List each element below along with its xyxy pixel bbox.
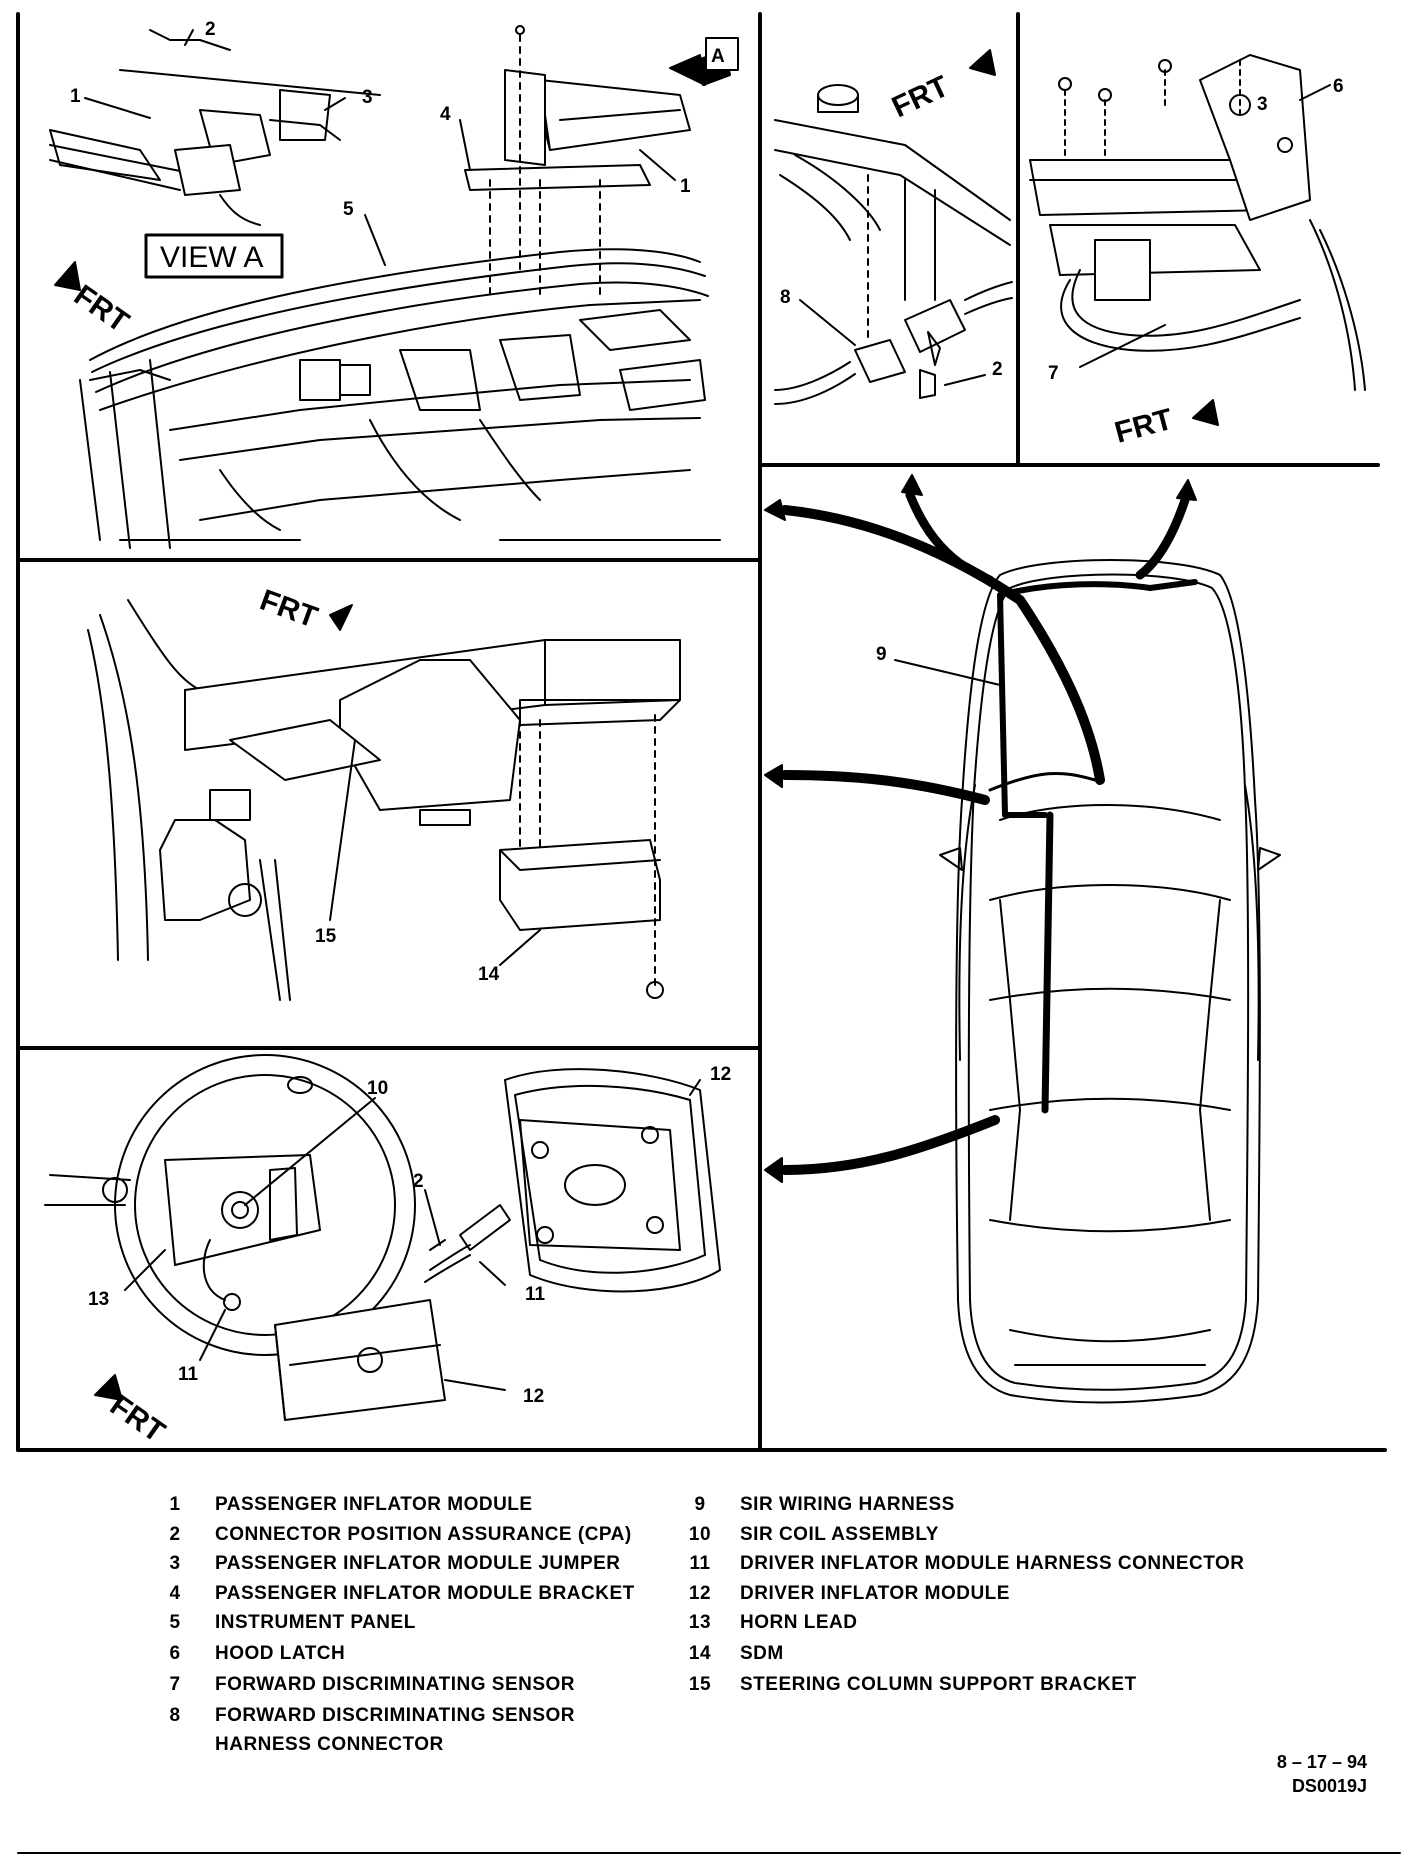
legend-num: 4 — [169, 1583, 181, 1604]
legend-num: 12 — [688, 1583, 712, 1604]
legend-text: INSTRUMENT PANEL — [215, 1612, 416, 1633]
legend-num: 6 — [169, 1643, 181, 1664]
legend-text: SIR WIRING HARNESS — [740, 1494, 955, 1515]
legend-text: CONNECTOR POSITION ASSURANCE (CPA) — [215, 1524, 632, 1545]
legend-num: 9 — [694, 1494, 706, 1515]
legend-text: PASSENGER INFLATOR MODULE BRACKET — [215, 1583, 635, 1604]
callout-p1-1b: 1 — [680, 176, 691, 197]
callout-p1-3: 3 — [362, 87, 373, 108]
legend-text: SDM — [740, 1643, 784, 1664]
date-code: 8 – 17 – 94 — [1276, 1752, 1367, 1772]
legend-text: PASSENGER INFLATOR MODULE JUMPER — [215, 1553, 621, 1574]
callout-p2-2: 2 — [992, 359, 1003, 380]
callout-p3-6: 6 — [1333, 76, 1344, 97]
instrument-panel-drawing — [49, 25, 739, 549]
hood-latch-drawing — [1029, 54, 1366, 426]
callout-p2-8: 8 — [780, 287, 791, 308]
legend-text: STEERING COLUMN SUPPORT BRACKET — [740, 1674, 1137, 1695]
callout-p5-11b: 11 — [178, 1364, 199, 1385]
sdm-bracket-drawing — [87, 599, 681, 1001]
callout-p4-15: 15 — [315, 926, 337, 947]
legend-num: 3 — [169, 1553, 181, 1574]
steering-wheel-drawing — [44, 1054, 721, 1421]
legend-num: 8 — [169, 1705, 181, 1726]
legend-num: 2 — [169, 1524, 181, 1545]
legend-text: PASSENGER INFLATOR MODULE — [215, 1494, 533, 1515]
callout-p1-5: 5 — [343, 199, 354, 220]
frt-marker-p4: FRT — [256, 584, 322, 635]
legend-text: FORWARD DISCRIMINATING SENSOR — [215, 1674, 576, 1695]
legend-text-continued: HARNESS CONNECTOR — [215, 1734, 444, 1755]
callout-p5-12b: 12 — [523, 1386, 544, 1407]
legend-text: DRIVER INFLATOR MODULE — [740, 1583, 1010, 1604]
callout-p5-2: 2 — [413, 1171, 424, 1192]
callout-p4-14: 14 — [478, 964, 500, 985]
legend-num: 5 — [169, 1612, 181, 1633]
drawing-code: DS0019J — [1291, 1776, 1367, 1796]
legend-num: 14 — [688, 1643, 712, 1664]
legend-text: HORN LEAD — [740, 1612, 858, 1633]
legend-text: HOOD LATCH — [215, 1643, 346, 1664]
vehicle-top-view-drawing — [764, 474, 1281, 1404]
callout-p1-4: 4 — [440, 104, 451, 125]
view-a-label: VIEW A — [160, 241, 263, 274]
legend-text: DRIVER INFLATOR MODULE HARNESS CONNECTOR — [740, 1553, 1245, 1574]
legend-num: 13 — [688, 1612, 712, 1633]
callout-p5-12a: 12 — [710, 1064, 731, 1085]
legend-text: SIR COIL ASSEMBLY — [740, 1524, 939, 1545]
drawing-code-block: 8 – 17 – 94 DS0019J — [1277, 1750, 1367, 1798]
callout-p6-9: 9 — [876, 644, 887, 665]
callout-p1-1a: 1 — [70, 86, 81, 107]
callout-p3-7: 7 — [1048, 363, 1059, 384]
frt-marker-p2: FRT — [887, 70, 954, 125]
callout-p5-10: 10 — [367, 1078, 388, 1099]
legend-num: 1 — [169, 1494, 181, 1515]
callout-p1-2: 2 — [205, 19, 216, 40]
callout-p5-11a: 11 — [525, 1284, 546, 1305]
callout-p5-13: 13 — [88, 1289, 109, 1310]
view-arrow-letter: A — [711, 46, 725, 67]
harness-connector-drawing — [774, 49, 1013, 405]
legend-num: 15 — [688, 1674, 712, 1695]
callout-p3-3: 3 — [1257, 94, 1268, 115]
panel-frame — [16, 12, 1401, 1854]
legend-text: FORWARD DISCRIMINATING SENSOR — [215, 1705, 576, 1726]
frt-marker-p3: FRT — [1111, 403, 1176, 450]
legend-num: 7 — [169, 1674, 181, 1695]
legend-num: 10 — [688, 1524, 712, 1545]
legend-num: 11 — [689, 1553, 711, 1574]
